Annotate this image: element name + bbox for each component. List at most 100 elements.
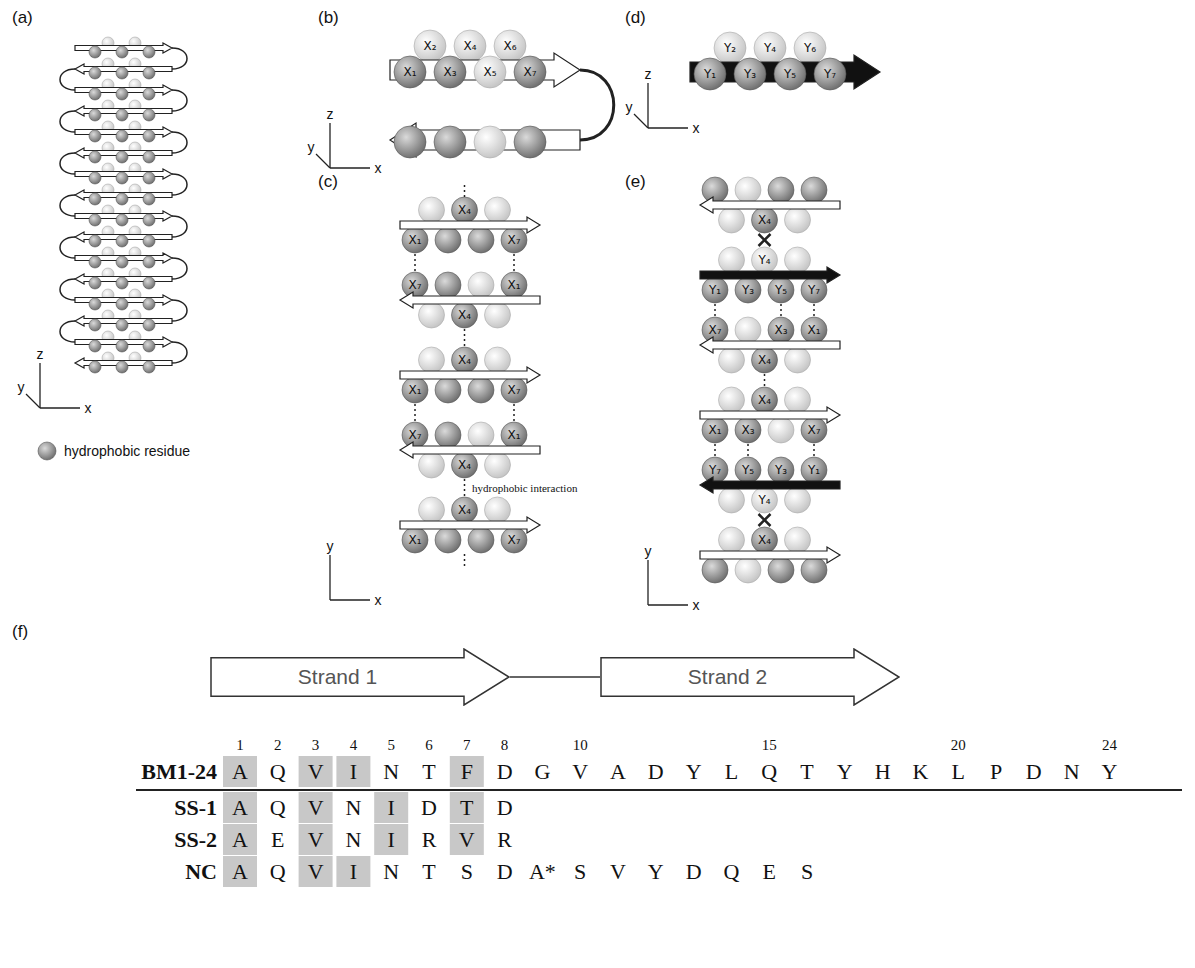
- residue-label: X₁: [507, 278, 520, 292]
- loop: [60, 279, 75, 300]
- strand-label: Strand 2: [688, 665, 767, 688]
- axis-label: x: [693, 597, 700, 613]
- residue-label: X₇: [408, 428, 421, 442]
- residue: [719, 527, 745, 553]
- residue-label: Y₇: [808, 283, 820, 297]
- residue-label: X₄: [458, 353, 471, 367]
- beta-strand: [700, 267, 840, 283]
- residue-label: X₃: [741, 423, 754, 437]
- hydrophobic-residue: [143, 235, 155, 247]
- hydrophobic-interaction-line: [414, 404, 416, 421]
- position-number: 3: [312, 737, 320, 754]
- sequence-cell: Q: [270, 795, 286, 821]
- loop: [172, 342, 187, 363]
- hydrophobic-residue: [501, 227, 527, 253]
- position-number: 8: [501, 737, 509, 754]
- sequence-cell: V: [308, 759, 324, 785]
- strand-arrow: Strand 2: [600, 648, 900, 706]
- sequence-cell: F: [461, 759, 473, 785]
- loop: [60, 237, 75, 258]
- shaded-cell: [450, 824, 484, 855]
- hydrophobic-residue: [514, 56, 546, 88]
- annotation: hydrophobic interaction: [472, 482, 577, 494]
- residue: [719, 207, 745, 233]
- residue-label: X₄: [758, 213, 771, 227]
- hydrophobic-residue: [768, 457, 794, 483]
- shaded-cell: [223, 756, 257, 787]
- loop: [60, 195, 75, 216]
- hydrophobic-residue: [116, 214, 128, 226]
- loop: [172, 90, 187, 111]
- residue-label: X₁: [507, 428, 520, 442]
- hydrophobic-residue: [402, 272, 428, 298]
- residue: [735, 557, 761, 583]
- hydrophobic-interaction-line: [513, 404, 515, 421]
- sequence-cell: T: [422, 859, 435, 885]
- beta-strand: [700, 337, 840, 353]
- block-arrow: [601, 649, 899, 705]
- residue: [719, 487, 745, 513]
- residue-label: X₄: [458, 203, 471, 217]
- hydrophobic-residue: [435, 272, 461, 298]
- axis-label: y: [645, 543, 652, 559]
- residue-label: Y₆: [804, 41, 816, 55]
- hydrophobic-residue: [801, 317, 827, 343]
- hydrophobic-residue: [702, 417, 728, 443]
- loop: [60, 69, 75, 90]
- residue: [419, 452, 445, 478]
- hydrophobic-residue: [768, 177, 794, 203]
- residue: [785, 247, 811, 273]
- hydrophobic-residue: [116, 298, 128, 310]
- residue-label: Y₃: [775, 463, 787, 477]
- hydrophobic-residue: [89, 298, 101, 310]
- cross-mark: [759, 514, 771, 526]
- hydrophobic-residue: [89, 46, 101, 58]
- hydrophobic-residue: [468, 227, 494, 253]
- hydrophobic-residue: [801, 277, 827, 303]
- beta-strand: [400, 217, 540, 233]
- hydrophobic-interaction-line: [714, 304, 716, 316]
- axis-line: [634, 114, 648, 128]
- axis-line: [316, 154, 330, 168]
- residue: [719, 387, 745, 413]
- residue: [454, 30, 486, 62]
- loop: [580, 70, 614, 140]
- hydrophobic-residue: [89, 361, 101, 373]
- hydrophobic-interaction-line: [464, 479, 466, 496]
- hydrophobic-residue: [89, 235, 101, 247]
- hydrophobic-residue: [116, 172, 128, 184]
- hydrophobic-interaction-line: [464, 183, 466, 197]
- hydrophobic-residue: [116, 151, 128, 163]
- position-number: 10: [573, 737, 588, 754]
- residue-label: Y₄: [764, 41, 776, 55]
- sequence-cell: N: [383, 759, 399, 785]
- residue: [474, 126, 506, 158]
- shaded-cell: [223, 856, 257, 887]
- residue-label: Y₁: [704, 67, 716, 81]
- hydrophobic-residue: [143, 277, 155, 289]
- axis-line: [648, 127, 688, 128]
- hydrophobic-residue: [814, 58, 846, 90]
- panel-label: (b): [318, 8, 339, 28]
- residue-label: X₄: [758, 393, 771, 407]
- row-name: SS-1: [174, 795, 217, 821]
- hydrophobic-residue: [143, 172, 155, 184]
- position-number: 4: [350, 737, 358, 754]
- residue: [485, 197, 511, 223]
- sequence-cell: D: [421, 795, 437, 821]
- sequence-cell: R: [497, 827, 512, 853]
- hydrophobic-residue: [89, 88, 101, 100]
- axis-label: x: [85, 400, 92, 416]
- hydrophobic-residue: [116, 109, 128, 121]
- residue-label: Y₂: [724, 41, 736, 55]
- hydrophobic-residue: [434, 126, 466, 158]
- axis-label: y: [18, 379, 25, 395]
- residue: [468, 422, 494, 448]
- hydrophobic-interaction-line: [780, 304, 782, 316]
- sequence-cell: E: [762, 859, 775, 885]
- beta-strand: [700, 407, 840, 423]
- residue: [485, 452, 511, 478]
- residue: [419, 197, 445, 223]
- hydrophobic-interaction-line: [747, 444, 749, 456]
